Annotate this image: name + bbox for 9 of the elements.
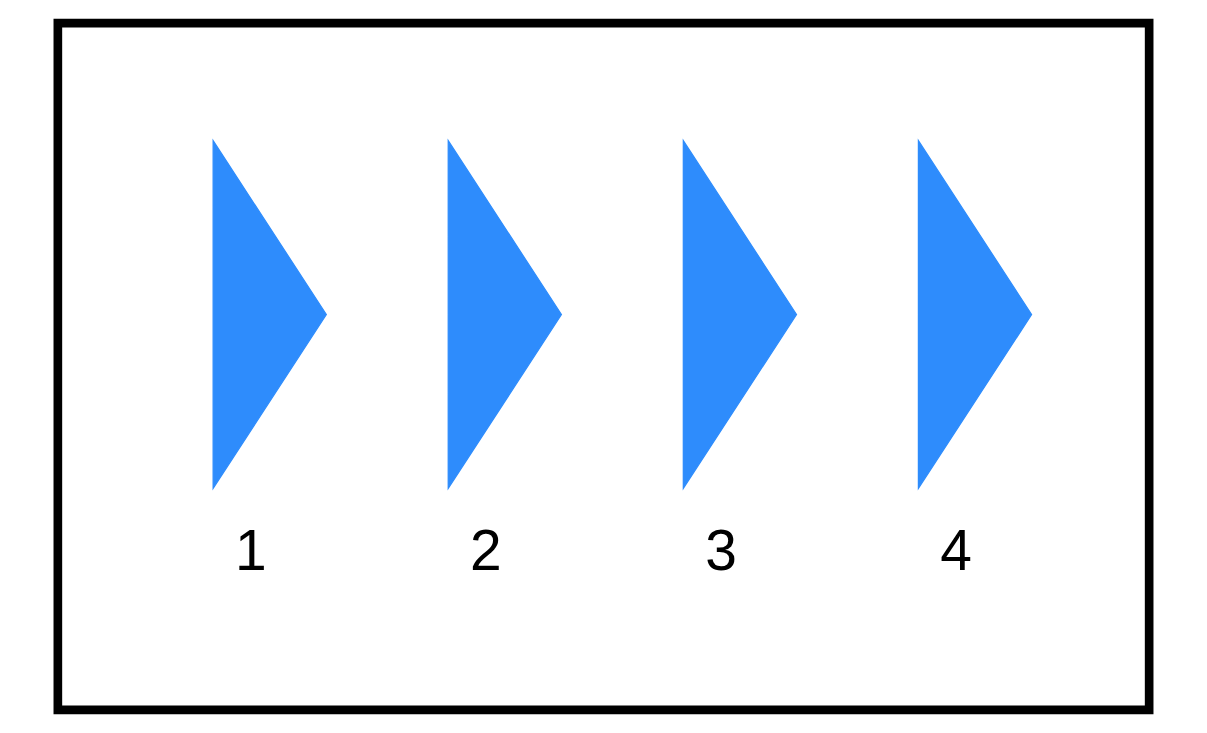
node-label: 3 xyxy=(705,517,737,582)
node-label: 1 xyxy=(235,517,267,582)
node-label: 2 xyxy=(470,517,502,582)
node-label: 4 xyxy=(940,517,972,582)
node-triangle xyxy=(682,138,798,491)
node-triangle xyxy=(447,138,563,491)
cluster xyxy=(53,18,1154,715)
node-triangle xyxy=(917,138,1033,491)
node-triangle xyxy=(212,138,328,491)
